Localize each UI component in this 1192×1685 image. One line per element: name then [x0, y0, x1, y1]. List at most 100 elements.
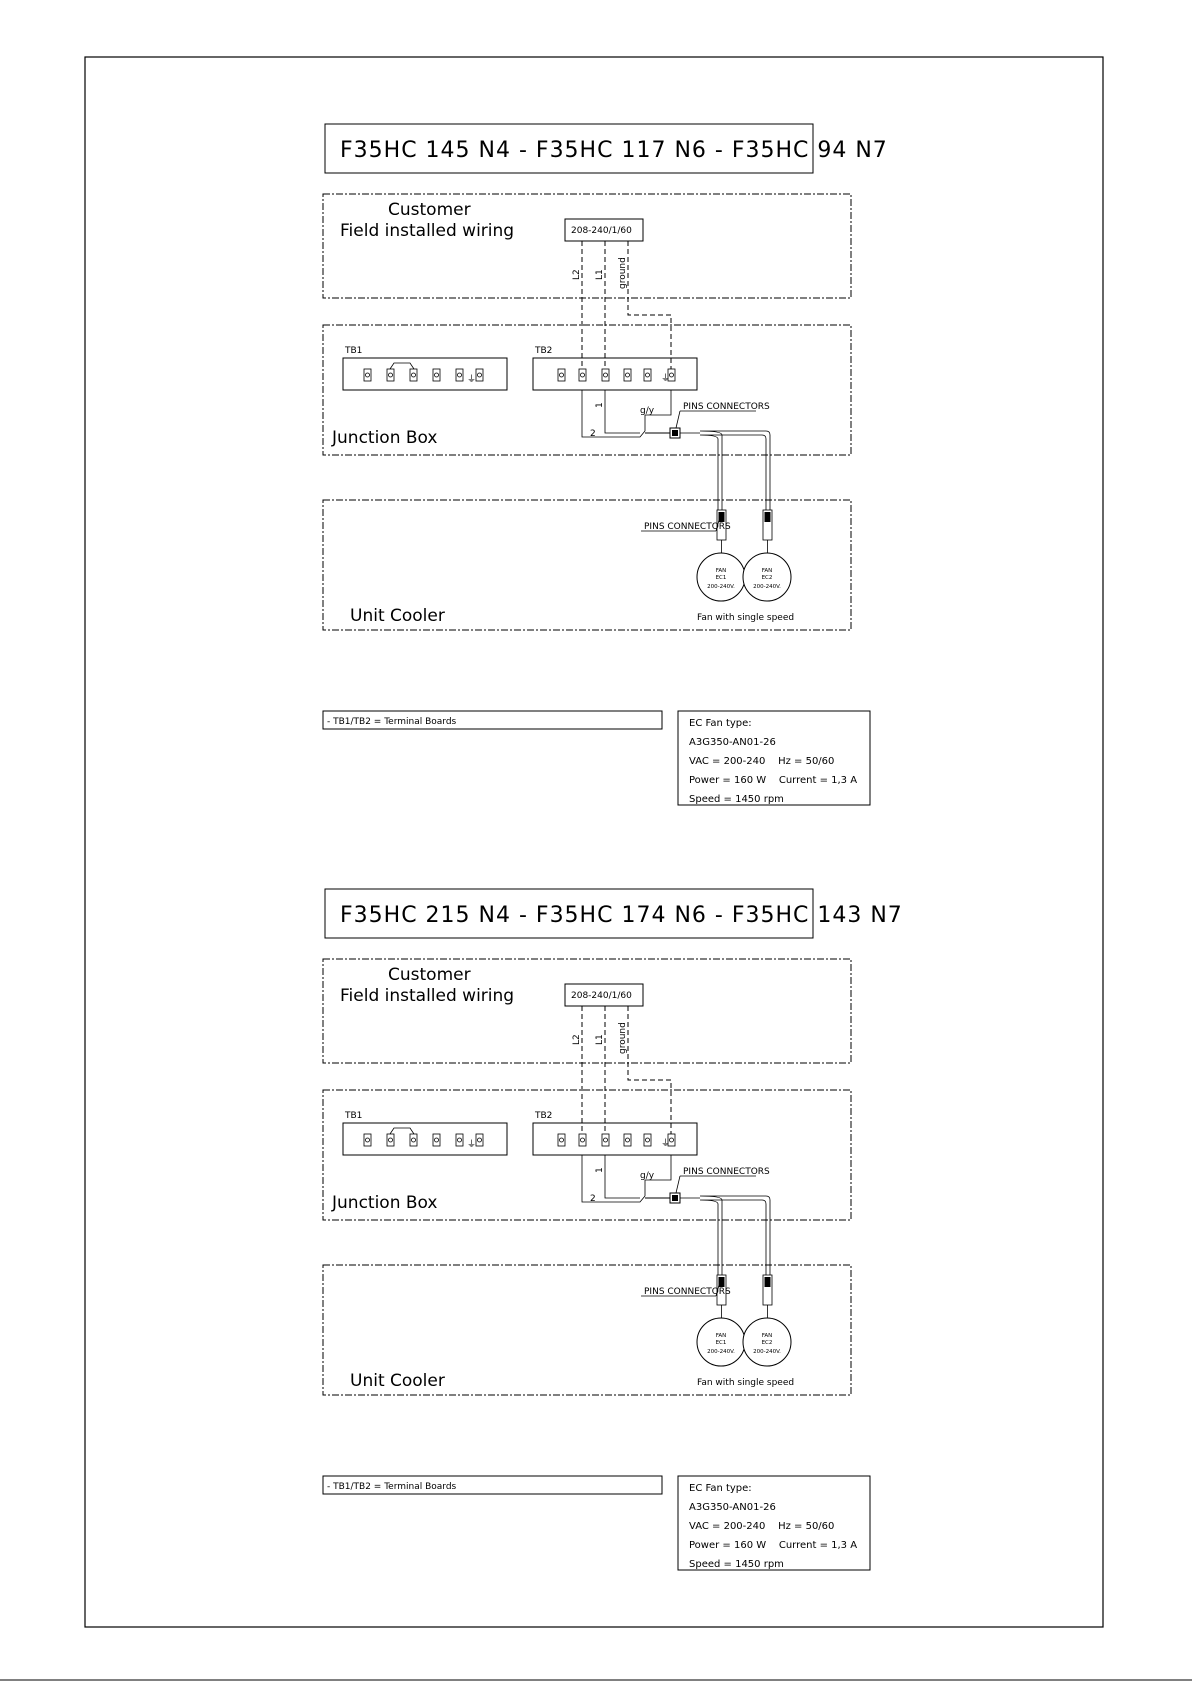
- fan-ec1-line1: FAN: [716, 568, 727, 574]
- pins-connectors-bottom: PINS CONNECTORS: [644, 522, 731, 532]
- spec-box: [677, 1475, 871, 1571]
- wire-ground: [627, 241, 672, 372]
- legend-text: - TB1/TB2 = Terminal Boards: [327, 717, 457, 727]
- gy-label: g/y: [640, 406, 655, 416]
- spec-line-1: EC Fan type:: [689, 1483, 752, 1494]
- wire-l2-label: L2: [572, 269, 582, 280]
- tb2-terminals: ⏚: [557, 368, 676, 384]
- wire-l1-label: L1: [595, 1034, 605, 1045]
- fan-cable: [699, 1195, 771, 1283]
- fan-ec2-connector: [762, 1274, 773, 1318]
- tb1-label: TB1: [344, 346, 362, 356]
- spec-line-5: Speed = 1450 rpm: [689, 794, 784, 805]
- power-supply-box: [564, 983, 644, 1007]
- junction-box-label: Junction Box: [331, 1193, 437, 1213]
- customer-label: Customer: [388, 965, 471, 985]
- wire-gy: [644, 390, 672, 431]
- junction-box-label: Junction Box: [331, 428, 437, 448]
- spec-line-1: EC Fan type:: [689, 718, 752, 729]
- unit-cooler-area: [322, 1264, 852, 1396]
- spec-line-3: VAC = 200-240 Hz = 50/60: [689, 1521, 834, 1532]
- terminal-board-1: [342, 1122, 508, 1156]
- legend-box: [322, 710, 663, 730]
- tb1-jumper: [389, 1127, 415, 1135]
- fan-ec2-line1: FAN: [762, 568, 773, 574]
- customer-label: Customer: [388, 200, 471, 220]
- wiring-diagram-1: F35HC 145 N4 - F35HC 117 N6 - F35HC 94 N…: [322, 123, 888, 806]
- fan-ec1-line1: FAN: [716, 1333, 727, 1339]
- legend-box: [322, 1475, 663, 1495]
- wire-ground-label: ground: [618, 1022, 628, 1054]
- tb2-terminals: ⏚: [557, 1133, 676, 1149]
- wire-2: [581, 390, 646, 438]
- field-wiring-label: Field installed wiring: [340, 986, 514, 1006]
- junction-box-area: [322, 1089, 852, 1221]
- fan-ec1: FAN EC1 200-240V.: [696, 552, 746, 602]
- spec-line-2: A3G350-AN01-26: [689, 737, 776, 748]
- fan-ec1-line2: EC1: [716, 1340, 727, 1346]
- customer-area: [322, 958, 852, 1064]
- svg-text:⏚: ⏚: [467, 1139, 476, 1150]
- pins-connectors-bottom: PINS CONNECTORS: [644, 1287, 731, 1297]
- spec-line-3: VAC = 200-240 Hz = 50/60: [689, 756, 834, 767]
- spec-box: [677, 710, 871, 806]
- wire-ground-label: ground: [618, 257, 628, 289]
- wire-2-label: 2: [590, 429, 596, 439]
- legend-text: - TB1/TB2 = Terminal Boards: [327, 1482, 457, 1492]
- terminal-board-2: [532, 357, 698, 391]
- fan-ec2-line3: 200-240V.: [753, 584, 781, 590]
- svg-text:⏚: ⏚: [661, 373, 670, 384]
- tb2-label: TB2: [534, 346, 552, 356]
- fan-ec1-line2: EC1: [716, 575, 727, 581]
- sheet-border: [84, 56, 1104, 1628]
- power-supply-box: [564, 218, 644, 242]
- diagram-title: F35HC 215 N4 - F35HC 174 N6 - F35HC 143 …: [340, 903, 903, 928]
- title-box: [324, 888, 814, 939]
- fan-ec2-line1: FAN: [762, 1333, 773, 1339]
- fan-cable: [699, 430, 771, 518]
- customer-area: [322, 193, 852, 299]
- wire-2-label: 2: [590, 1194, 596, 1204]
- tb1-terminals: ⏚: [363, 362, 484, 385]
- unit-cooler-label: Unit Cooler: [350, 1371, 445, 1391]
- tb2-label: TB2: [534, 1111, 552, 1121]
- spec-line-5: Speed = 1450 rpm: [689, 1559, 784, 1570]
- wire-1: [604, 390, 640, 434]
- wire-l1-label: L1: [595, 269, 605, 280]
- fan-ec1: FAN EC1 200-240V.: [696, 1317, 746, 1367]
- wire-l2-label: L2: [572, 1034, 582, 1045]
- field-wiring-label: Field installed wiring: [340, 221, 514, 241]
- pins-connectors-top: PINS CONNECTORS: [683, 1167, 770, 1177]
- fan-ec1-connector: [716, 509, 727, 553]
- gy-label: g/y: [640, 1171, 655, 1181]
- tb1-jumper: [389, 362, 415, 370]
- terminal-board-2: [532, 1122, 698, 1156]
- fan-ec2-line3: 200-240V.: [753, 1349, 781, 1355]
- unit-cooler-area: [322, 499, 852, 631]
- fan-ec1-connector: [716, 1274, 727, 1318]
- svg-text:⏚: ⏚: [661, 1138, 670, 1149]
- wire-2: [581, 1155, 646, 1203]
- fan-ec2-line2: EC2: [762, 575, 773, 581]
- fan-caption: Fan with single speed: [697, 613, 794, 623]
- terminal-board-1: [342, 357, 508, 391]
- wire-ground: [627, 1006, 672, 1137]
- fan-ec2-line2: EC2: [762, 1340, 773, 1346]
- spec-line-2: A3G350-AN01-26: [689, 1502, 776, 1513]
- fan-ec2: FAN EC2 200-240V.: [742, 552, 792, 602]
- power-supply-label: 208-240/1/60: [571, 226, 632, 236]
- title-box: [324, 123, 814, 174]
- fan-ec1-line3: 200-240V.: [707, 1349, 735, 1355]
- wire-1-label: 1: [595, 1167, 605, 1173]
- power-supply-label: 208-240/1/60: [571, 991, 632, 1001]
- fan-ec1-line3: 200-240V.: [707, 584, 735, 590]
- wiring-diagram-2: F35HC 215 N4 - F35HC 174 N6 - F35HC 143 …: [322, 888, 903, 1571]
- junction-box-area: [322, 324, 852, 456]
- wire-1: [604, 1155, 640, 1199]
- diagram-title: F35HC 145 N4 - F35HC 117 N6 - F35HC 94 N…: [340, 138, 888, 163]
- fan-caption: Fan with single speed: [697, 1378, 794, 1388]
- wire-gy: [644, 1155, 672, 1196]
- fan-ec2-connector: [762, 509, 773, 553]
- spec-line-4: Power = 160 W Current = 1,3 A: [689, 1540, 857, 1551]
